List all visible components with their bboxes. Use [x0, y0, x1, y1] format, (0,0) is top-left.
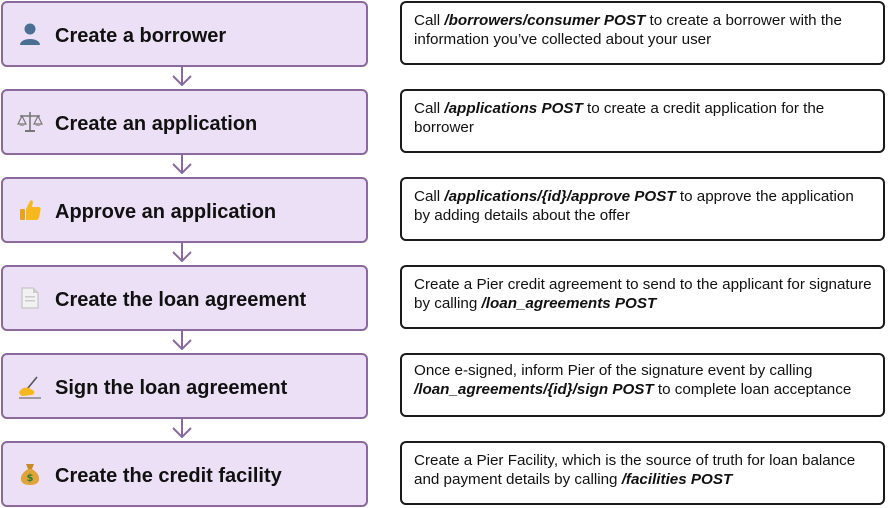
- down-arrow-icon: [172, 66, 192, 87]
- api-endpoint: /borrowers/consumer POST: [444, 12, 646, 29]
- description-prefix: Create a Pier credit agreement to send t…: [414, 276, 872, 312]
- money-bag-icon: $: [17, 461, 43, 487]
- step-create-loan-agreement: Create the loan agreement Create a Pier …: [0, 265, 888, 331]
- api-endpoint: /facilities POST: [621, 471, 733, 488]
- document-icon: [17, 285, 43, 311]
- down-arrow-icon: [172, 330, 192, 351]
- down-arrow-icon: [172, 154, 192, 175]
- description-suffix: to complete loan acceptance: [653, 381, 852, 398]
- down-arrow-icon: [172, 242, 192, 263]
- description-prefix: Call: [414, 100, 445, 117]
- description-prefix: Call: [414, 12, 445, 29]
- description-text: Create a Pier Facility, which is the sou…: [414, 451, 873, 489]
- description-text: Call /applications POST to create a cred…: [414, 99, 873, 137]
- person-silhouette-icon: [17, 21, 43, 47]
- description-prefix: Create a Pier Facility, which is the sou…: [414, 452, 856, 488]
- description-suffix: to create a credit application for the b…: [414, 100, 825, 136]
- description-box: Create a Pier Facility, which is the sou…: [400, 441, 885, 505]
- step-approve-application: Approve an application Call /application…: [0, 177, 888, 243]
- step-title: Create an application: [55, 113, 258, 135]
- thumbs-up-icon: [17, 197, 43, 223]
- api-endpoint: /loan_agreements POST: [481, 295, 657, 312]
- description-box: Call /borrowers/consumer POST to create …: [400, 1, 885, 65]
- step-title: Approve an application: [55, 201, 277, 223]
- description-box: Once e-signed, inform Pier of the signat…: [400, 353, 885, 417]
- step-create-credit-facility: $ Create the credit facility Create a Pi…: [0, 441, 888, 507]
- api-endpoint: /applications/{id}/approve POST: [444, 188, 676, 205]
- description-box: Call /applications POST to create a cred…: [400, 89, 885, 153]
- step-box: Sign the loan agreement: [1, 353, 368, 419]
- step-title: Sign the loan agreement: [55, 377, 288, 399]
- step-box: Create a borrower: [1, 1, 368, 67]
- step-box: Create an application: [1, 89, 368, 155]
- description-text: Call /applications/{id}/approve POST to …: [414, 187, 873, 225]
- description-text: Call /borrowers/consumer POST to create …: [414, 11, 873, 49]
- description-prefix: Once e-signed, inform Pier of the signat…: [414, 362, 813, 379]
- step-title: Create the credit facility: [55, 465, 282, 487]
- step-create-borrower: Create a borrower Call /borrowers/consum…: [0, 1, 888, 67]
- step-title: Create a borrower: [55, 25, 227, 47]
- step-sign-loan-agreement: Sign the loan agreement Once e-signed, i…: [0, 353, 888, 419]
- step-box: Create the loan agreement: [1, 265, 368, 331]
- svg-text:$: $: [27, 473, 34, 484]
- step-title: Create the loan agreement: [55, 289, 307, 311]
- down-arrow-icon: [172, 418, 192, 439]
- description-text: Create a Pier credit agreement to send t…: [414, 275, 873, 313]
- step-box: Approve an application: [1, 177, 368, 243]
- writing-hand-icon: [17, 373, 43, 399]
- scales-icon: [17, 109, 43, 135]
- step-create-application: Create an application Call /applications…: [0, 89, 888, 155]
- description-box: Create a Pier credit agreement to send t…: [400, 265, 885, 329]
- api-endpoint: /loan_agreements/{id}/sign POST: [414, 381, 654, 398]
- api-endpoint: /applications POST: [444, 100, 583, 117]
- step-box: $ Create the credit facility: [1, 441, 368, 507]
- description-box: Call /applications/{id}/approve POST to …: [400, 177, 885, 241]
- description-suffix: to approve the application by adding det…: [414, 188, 854, 224]
- description-prefix: Call: [414, 188, 445, 205]
- description-suffix: to create a borrower with the informatio…: [414, 12, 842, 48]
- description-text: Once e-signed, inform Pier of the signat…: [414, 361, 873, 399]
